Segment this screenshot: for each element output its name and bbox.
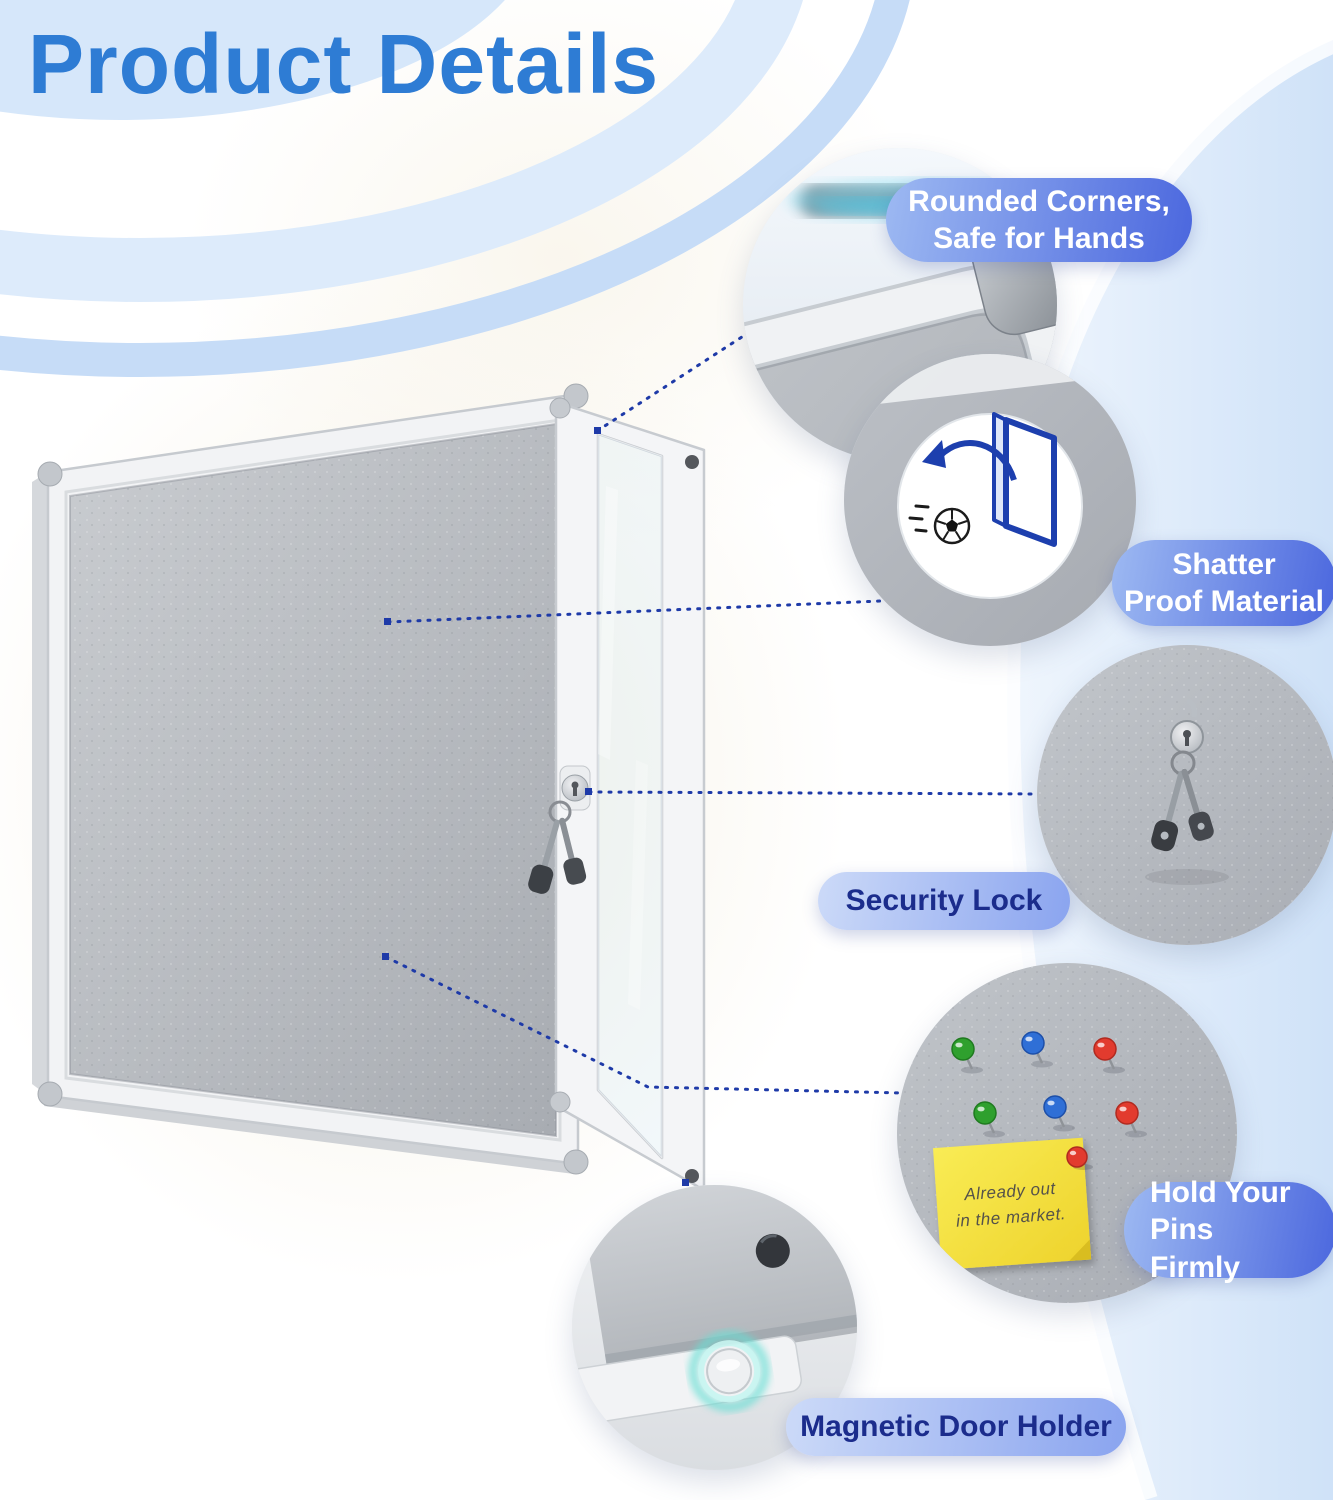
push-pin-icon: [973, 1101, 1005, 1138]
label-line: Proof Material: [1123, 585, 1325, 618]
push-pin-icon: [1043, 1095, 1075, 1132]
label-rounded-corners: Rounded Corners, Safe for Hands: [886, 178, 1192, 262]
callout-shatter-proof-circle: [844, 354, 1136, 646]
corner-cap-icon: [549, 1091, 571, 1113]
magnet-icon: [689, 1331, 770, 1412]
corner-cap-icon: [37, 461, 63, 487]
push-pin-icon: [1093, 1037, 1125, 1074]
glass-pane: [597, 433, 663, 1160]
keys-icon: [528, 800, 587, 894]
page-title: Product Details: [28, 17, 660, 111]
label-hold-pins: Hold Your Pins Firmly: [1124, 1176, 1333, 1284]
label-line: Safe for Hands: [933, 222, 1145, 255]
corner-arc-band-inner: [0, 0, 803, 302]
notice-board: [32, 383, 589, 1175]
label-security-lock: Security Lock: [818, 872, 1070, 930]
keys-icon: [1145, 750, 1229, 885]
callout-hold-pins-circle: Already out in the market.: [897, 963, 1237, 1303]
label-line: Rounded Corners,: [908, 184, 1170, 218]
label-shatter-proof: Shatter Proof Material: [1112, 540, 1333, 626]
label-line: Firmly: [1150, 1250, 1241, 1284]
shatter-proof-icon: [908, 412, 1057, 547]
soccer-ball-icon: [908, 504, 971, 545]
push-pin-icon: [1021, 1031, 1053, 1068]
push-pin-icon: [1066, 1146, 1093, 1170]
label-magnetic-door-holder: Magnetic Door Holder: [786, 1398, 1126, 1456]
callout-security-lock-circle: [1037, 645, 1333, 945]
corner-cap-icon: [563, 1149, 589, 1175]
label-line: Security Lock: [845, 884, 1043, 918]
board-glass-door: [549, 397, 706, 1192]
corner-arc-band-outer: [0, 0, 910, 377]
label-line: Magnetic Door Holder: [800, 1410, 1112, 1444]
label-line: Hold Your Pins: [1150, 1175, 1291, 1247]
door-knob-icon: [685, 455, 699, 469]
corner-cap-icon: [37, 1081, 63, 1107]
push-pin-icon: [951, 1037, 983, 1074]
bounce-arrow-icon: [937, 440, 1017, 482]
board-panel: [572, 1185, 857, 1373]
corner-cap-icon: [549, 397, 571, 419]
door-knob-icon: [755, 1233, 790, 1268]
push-pin-icon: [1115, 1101, 1147, 1138]
corner-arc-fill: [0, 0, 505, 120]
leader-line-anchors: [382, 427, 689, 1186]
label-line: Shatter: [1172, 547, 1276, 581]
sticky-note: Already out in the market.: [932, 1137, 1092, 1270]
